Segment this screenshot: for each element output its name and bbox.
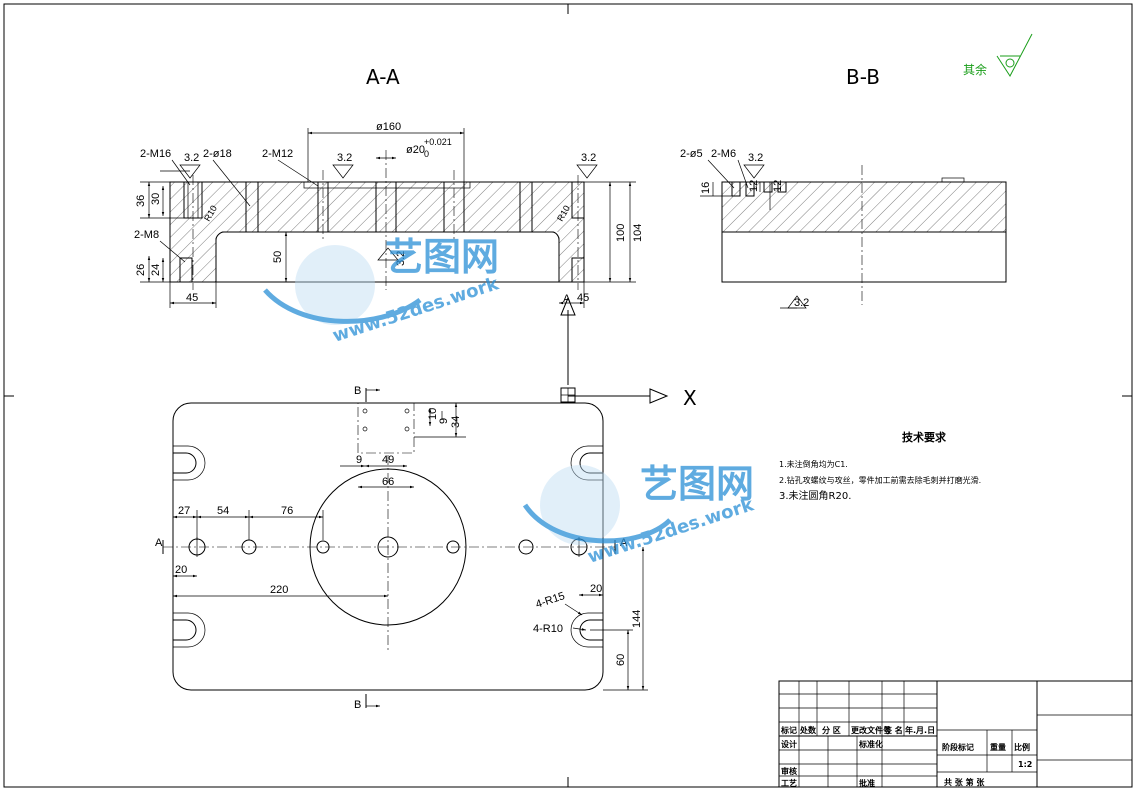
dim-45-left: 45 xyxy=(186,292,198,304)
section-bb-title: B-B xyxy=(846,65,880,89)
label-2-m8: 2-M8 xyxy=(134,229,159,241)
tb-scale-value: 1:2 xyxy=(1018,760,1032,769)
roughness-32-b: 3.2 xyxy=(337,152,352,164)
tb-scale: 比例 xyxy=(1014,742,1030,752)
dim-24: 24 xyxy=(150,264,162,276)
label-2-phi18: 2-ø18 xyxy=(203,148,232,160)
tb-weight: 重量 xyxy=(990,742,1006,752)
dim-phi20-tol-upper: +0.021 xyxy=(424,137,452,147)
section-aa-title: A-A xyxy=(366,65,400,89)
general-roughness-symbol: 其余 xyxy=(963,33,1033,77)
dim-104: 104 xyxy=(632,224,644,242)
dim-100: 100 xyxy=(615,224,627,242)
dim-60: 60 xyxy=(615,654,627,666)
section-mark-b-bottom: B xyxy=(354,699,361,711)
technical-requirements: 技术要求 1.未注倒角均为C1. 2.钻孔攻螺纹与攻丝，零件加工前需去除毛刺并打… xyxy=(779,430,981,502)
tb-approve: 批准 xyxy=(859,778,875,788)
dim-12-bb: 12 xyxy=(748,180,760,192)
tech-item-2: 2.钻孔攻螺纹与攻丝，零件加工前需去除毛刺并打磨光滑. xyxy=(779,475,981,485)
dim-34: 34 xyxy=(450,416,462,428)
dim-10: 10 xyxy=(427,408,439,420)
label-2-m16: 2-M16 xyxy=(140,148,171,160)
section-aa-view xyxy=(169,150,585,290)
dim-144: 144 xyxy=(631,610,643,628)
dim-49: 49 xyxy=(382,454,394,466)
watermark-2: 艺图网 www.52des.work xyxy=(522,462,757,568)
dim-9-h: 9 xyxy=(356,454,362,466)
tb-design: 设计 xyxy=(781,739,797,749)
roughness-32-bb-bottom: 3.2 xyxy=(794,297,809,309)
dim-9-v: 9 xyxy=(438,418,450,424)
tb-process: 工艺 xyxy=(781,778,797,788)
tb-sign: 签 名 xyxy=(883,725,903,735)
title-block: 标记 处数 分 区 更改文件号 签 名 年.月.日 设计 标准化 阶段标记 重量… xyxy=(778,680,1133,788)
tech-item-1: 1.未注倒角均为C1. xyxy=(779,459,848,469)
dim-45-right: 45 xyxy=(577,292,589,304)
section-mark-a-top: A xyxy=(563,293,571,305)
watermark-logo-1: 艺图网 xyxy=(385,235,499,279)
section-mark-b-top: B xyxy=(354,385,361,397)
label-4-r10: 4-R10 xyxy=(533,623,563,635)
tb-count: 处数 xyxy=(799,725,817,735)
dim-phi20-tol-lower: 0 xyxy=(424,149,429,159)
tb-standard: 标准化 xyxy=(858,739,883,749)
tb-change-doc: 更改文件号 xyxy=(851,725,891,735)
dim-50: 50 xyxy=(272,251,284,263)
dim-16-bb: 16 xyxy=(700,182,712,194)
dim-30: 30 xyxy=(150,193,162,205)
dim-phi160: ø160 xyxy=(376,121,401,133)
drawing-border xyxy=(3,3,1133,788)
label-2-m12: 2-M12 xyxy=(262,148,293,160)
tech-title: 技术要求 xyxy=(902,430,947,444)
roughness-32-bb: 3.2 xyxy=(748,152,763,164)
dim-76: 76 xyxy=(281,505,293,517)
dim-phi20: ø20 xyxy=(406,144,425,156)
tb-sheets: 共 张 第 张 xyxy=(944,777,985,787)
dim-20-right: 20 xyxy=(590,583,602,595)
dim-36: 36 xyxy=(135,195,147,207)
label-4-r15: 4-R15 xyxy=(534,590,566,611)
plan-dimensions: 10 9 34 9 49 66 27 54 76 20 220 20 4-R15… xyxy=(173,402,648,691)
dim-54: 54 xyxy=(217,505,229,517)
tb-zone: 分 区 xyxy=(822,725,841,735)
dim-26: 26 xyxy=(135,264,147,276)
section-bb-dimensions: 2-ø5 2-M6 3.2 16 12 12 xyxy=(680,148,784,210)
roughness-other-label: 其余 xyxy=(963,62,987,77)
label-2-m6: 2-M6 xyxy=(711,148,736,160)
tb-review: 审核 xyxy=(781,766,797,776)
section-mark-a-right: A xyxy=(620,537,628,549)
dim-27: 27 xyxy=(178,505,190,517)
tb-mark: 标记 xyxy=(780,725,797,735)
dim-66: 66 xyxy=(382,476,394,488)
label-2-phi5: 2-ø5 xyxy=(680,148,703,160)
section-mark-a-left: A xyxy=(155,537,163,549)
section-bb-view: 3.2 xyxy=(721,165,1007,309)
roughness-32-a: 3.2 xyxy=(184,152,199,164)
watermark-logo-2: 艺图网 xyxy=(640,462,754,506)
dim-12-bb-b: 12 xyxy=(772,180,784,192)
roughness-32-d: 3.2 xyxy=(395,251,407,266)
tech-item-3: 3.未注圆角R20. xyxy=(779,489,851,502)
tb-date: 年.月.日 xyxy=(905,725,935,735)
dim-20-left: 20 xyxy=(175,564,187,576)
dim-220: 220 xyxy=(270,584,288,596)
axis-x-label: X xyxy=(683,386,697,410)
tb-stage: 阶段标记 xyxy=(942,742,974,752)
roughness-32-c: 3.2 xyxy=(581,152,596,164)
